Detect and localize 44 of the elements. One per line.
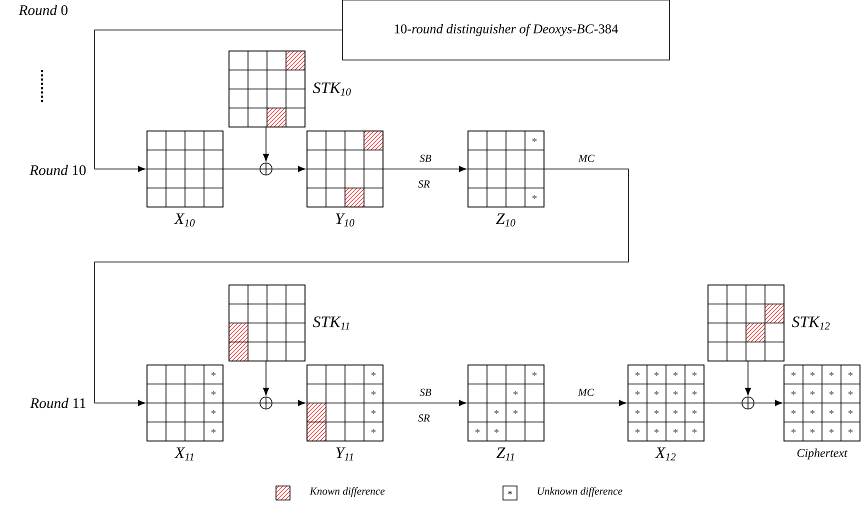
- arrow: [272, 400, 306, 406]
- state-label: STK$_{10}$: [312, 82, 351, 96]
- arrow: [383, 400, 466, 406]
- xor-symbol: [260, 162, 272, 176]
- title-box: 10-round distinguisher of Deoxys-BC-384: [342, 0, 670, 60]
- round-label: Round 11: [30, 398, 86, 408]
- edge-label: MC: [578, 154, 594, 162]
- arrow: [272, 166, 306, 172]
- arrow: [262, 127, 270, 162]
- operation-label: SR: [418, 414, 430, 422]
- state-label: Y$_{11}$: [336, 448, 353, 460]
- arrow: [754, 400, 782, 406]
- state-label: STK$_{12}$: [792, 316, 830, 330]
- arrow: [94, 30, 342, 172]
- state-label: X$_{10}$: [174, 214, 195, 226]
- state-label: X$_{12}$: [654, 448, 676, 460]
- state-label: Y$_{10}$: [336, 214, 354, 226]
- xor-symbol: [742, 396, 754, 410]
- edge-label: MC: [578, 388, 594, 396]
- state-grid: * *: [468, 130, 544, 208]
- arrow: [262, 361, 270, 396]
- edge-label: SB: [420, 388, 432, 396]
- state-grid: * * * * * *: [468, 364, 544, 442]
- state-label: STK$_{11}$: [312, 316, 350, 330]
- state-label: Z$_{10}$: [496, 214, 516, 226]
- legend-text: Known difference: [310, 487, 385, 497]
- state-label: Z$_{11}$: [496, 448, 514, 460]
- state-grid: * * * *: [146, 364, 224, 442]
- round-label: Round 10: [30, 164, 86, 176]
- state-grid: * * * * * * * * * * * * * * * *: [628, 364, 704, 442]
- legend-text: Unknown difference: [538, 487, 622, 497]
- arrow: [544, 400, 626, 406]
- arrow: [744, 361, 752, 396]
- round-label: Round 0: [18, 4, 68, 16]
- state-label: Ciphertext: [797, 448, 848, 460]
- operation-label: SR: [418, 180, 430, 188]
- arrow: [94, 168, 629, 406]
- state-label: X$_{11}$: [174, 448, 194, 460]
- state-grid: [146, 130, 224, 208]
- legend-symbol: *: [508, 490, 512, 494]
- arrow: [383, 166, 466, 172]
- state-grid: * * * * * * * * * * * * * * * *: [784, 364, 860, 442]
- xor-symbol: [260, 396, 272, 410]
- edge-label: SB: [420, 154, 432, 162]
